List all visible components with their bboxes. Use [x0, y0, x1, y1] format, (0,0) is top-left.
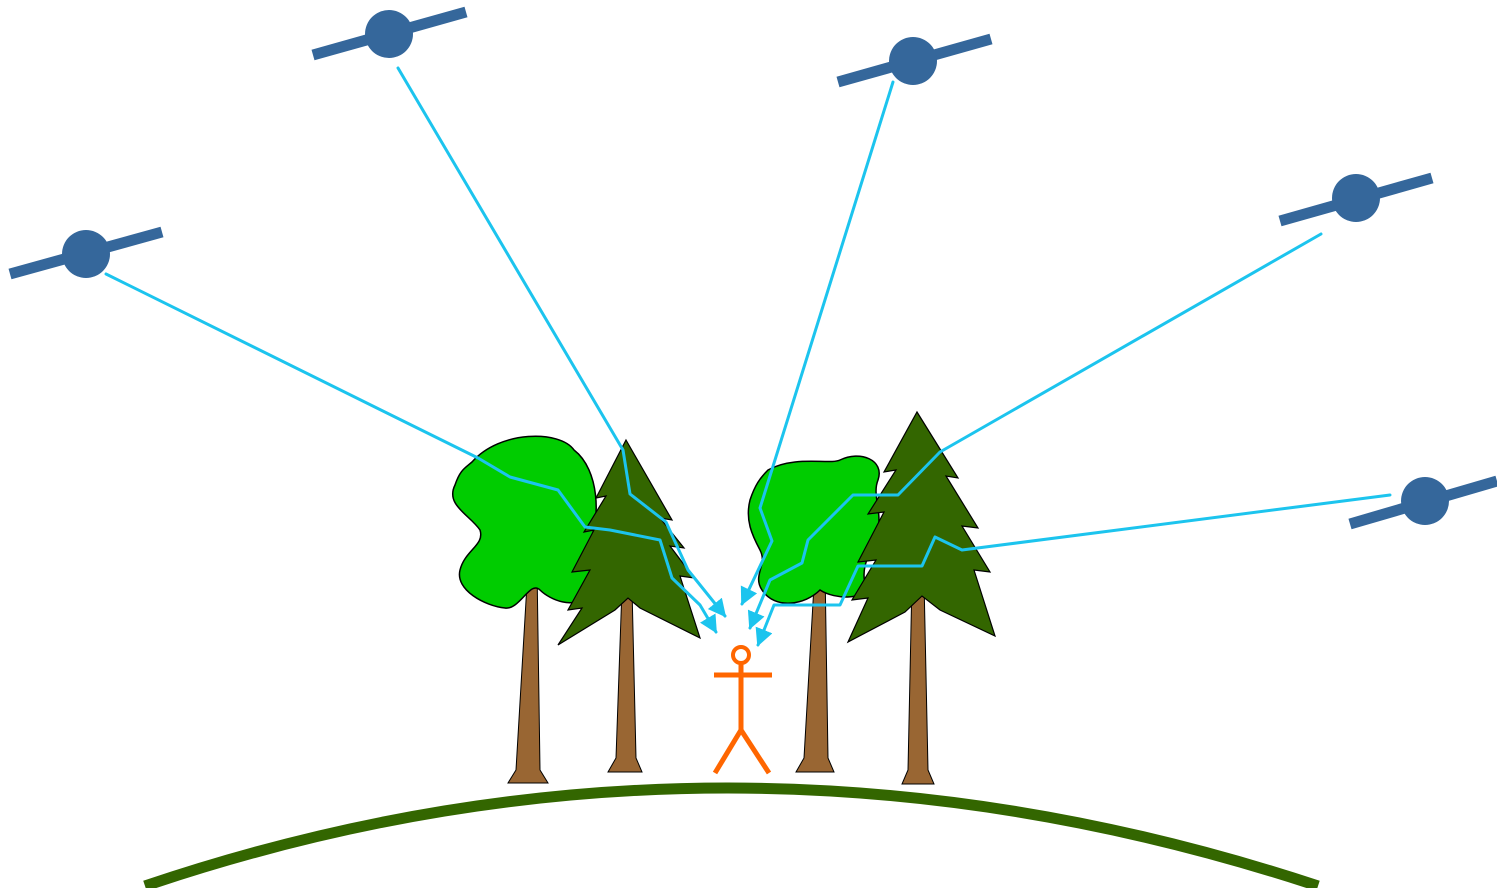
satellite-icon: [1278, 172, 1434, 227]
person-icon: [712, 645, 772, 775]
conifer-tree-icon: [557, 438, 702, 773]
satellite-icon: [1348, 475, 1497, 530]
deciduous-tree-icon: [747, 455, 880, 773]
satellite-icon: [311, 6, 468, 61]
earth-horizon-icon: [143, 782, 1320, 888]
satellite-icon: [8, 226, 164, 280]
signal-path: [396, 66, 727, 618]
signal-path: [755, 493, 1392, 647]
signal-path: [747, 232, 1323, 630]
satellite-icon: [836, 33, 993, 88]
signal-path: [104, 272, 718, 634]
deciduous-tree-icon: [452, 435, 597, 784]
signal-path: [740, 80, 895, 606]
conifer-tree-icon: [846, 410, 996, 785]
